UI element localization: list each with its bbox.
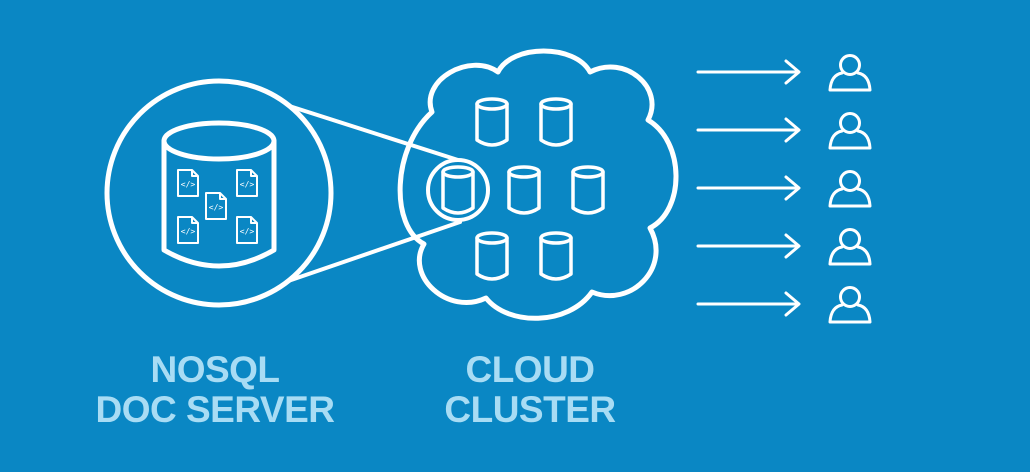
user-icon bbox=[828, 170, 872, 208]
cylinder-top bbox=[571, 165, 605, 179]
arrow-head bbox=[784, 59, 801, 85]
document-icons: </> </> </> </> </> bbox=[177, 169, 258, 244]
document-code-symbol: </> bbox=[181, 227, 196, 236]
cylinder-body bbox=[571, 170, 605, 215]
user-body bbox=[828, 245, 872, 266]
cylinder-top bbox=[507, 165, 541, 179]
user-body bbox=[828, 187, 872, 208]
document-outline bbox=[177, 216, 199, 244]
user-head bbox=[839, 54, 861, 76]
database-top bbox=[161, 120, 277, 162]
cylinder-top bbox=[539, 231, 573, 245]
user-head bbox=[839, 228, 861, 250]
user-icon bbox=[828, 286, 872, 324]
document-icon: </> bbox=[177, 169, 199, 197]
cylinder-top bbox=[475, 97, 509, 111]
arrow-right-icon bbox=[696, 59, 801, 85]
document-outline bbox=[236, 169, 258, 197]
cloud-cluster-caption: CLOUD CLUSTER bbox=[395, 350, 665, 430]
database-with-documents-icon: </> </> </> </> </> bbox=[161, 120, 277, 269]
nosql-doc-server-node: </> </> </> </> </> bbox=[104, 78, 334, 308]
cylinder-body bbox=[539, 102, 573, 147]
cylinder-top bbox=[539, 97, 573, 111]
user-head bbox=[839, 170, 861, 192]
arrow-head bbox=[784, 117, 801, 143]
user-connection-row bbox=[696, 54, 872, 92]
document-icon: </> bbox=[236, 216, 258, 244]
caption-line-2: CLUSTER bbox=[444, 389, 616, 430]
cluster-node-cylinder-icon bbox=[441, 165, 475, 215]
arrow-right-icon bbox=[696, 175, 801, 201]
user-body bbox=[828, 129, 872, 150]
user-connection-row bbox=[696, 170, 872, 208]
cluster-node-cylinder-icon bbox=[507, 165, 541, 215]
cylinder-body bbox=[539, 236, 573, 281]
cloud-cluster-node bbox=[397, 48, 679, 321]
zoom-line-bottom bbox=[260, 220, 462, 292]
cylinder-body bbox=[475, 236, 509, 281]
document-outline bbox=[205, 192, 227, 220]
arrow-head bbox=[784, 233, 801, 259]
user-connections bbox=[696, 54, 872, 324]
nosql-doc-server-caption: NOSQL DOC SERVER bbox=[80, 350, 350, 430]
user-icon bbox=[828, 112, 872, 150]
document-outline bbox=[177, 169, 199, 197]
arrow-right-icon bbox=[696, 233, 801, 259]
arrow-head bbox=[784, 175, 801, 201]
highlighted-node-ring bbox=[426, 158, 490, 222]
database-body bbox=[161, 138, 277, 269]
caption-line-1: CLOUD bbox=[465, 349, 595, 390]
user-icon bbox=[828, 54, 872, 92]
cylinder-body bbox=[507, 170, 541, 215]
cloud-cluster-icon bbox=[397, 48, 679, 321]
document-code-symbol: </> bbox=[240, 180, 255, 189]
document-outline bbox=[236, 216, 258, 244]
user-head bbox=[839, 112, 861, 134]
user-connection-row bbox=[696, 112, 872, 150]
arrow-right-icon bbox=[696, 117, 801, 143]
cylinder-top bbox=[441, 165, 475, 179]
user-body bbox=[828, 71, 872, 92]
user-icon bbox=[828, 228, 872, 266]
document-icon: </> bbox=[177, 216, 199, 244]
arrow-head bbox=[784, 291, 801, 317]
user-head bbox=[839, 286, 861, 308]
cluster-nodes bbox=[441, 97, 605, 281]
cluster-node-cylinder-icon bbox=[539, 97, 573, 147]
arrow-right-icon bbox=[696, 291, 801, 317]
document-code-symbol: </> bbox=[181, 180, 196, 189]
cluster-node-cylinder-icon bbox=[571, 165, 605, 215]
cylinder-body bbox=[475, 102, 509, 147]
cylinder-body bbox=[441, 170, 475, 215]
document-icon: </> bbox=[236, 169, 258, 197]
user-connection-row bbox=[696, 286, 872, 324]
document-code-symbol: </> bbox=[209, 203, 224, 212]
caption-line-2: DOC SERVER bbox=[95, 389, 336, 430]
cluster-node-cylinder-icon bbox=[475, 97, 509, 147]
user-connection-row bbox=[696, 228, 872, 266]
user-body bbox=[828, 303, 872, 324]
caption-line-1: NOSQL bbox=[150, 349, 280, 390]
cluster-node-cylinder-icon bbox=[475, 231, 509, 281]
document-code-symbol: </> bbox=[240, 227, 255, 236]
cluster-node-cylinder-icon bbox=[539, 231, 573, 281]
cylinder-top bbox=[475, 231, 509, 245]
document-icon: </> bbox=[205, 192, 227, 220]
